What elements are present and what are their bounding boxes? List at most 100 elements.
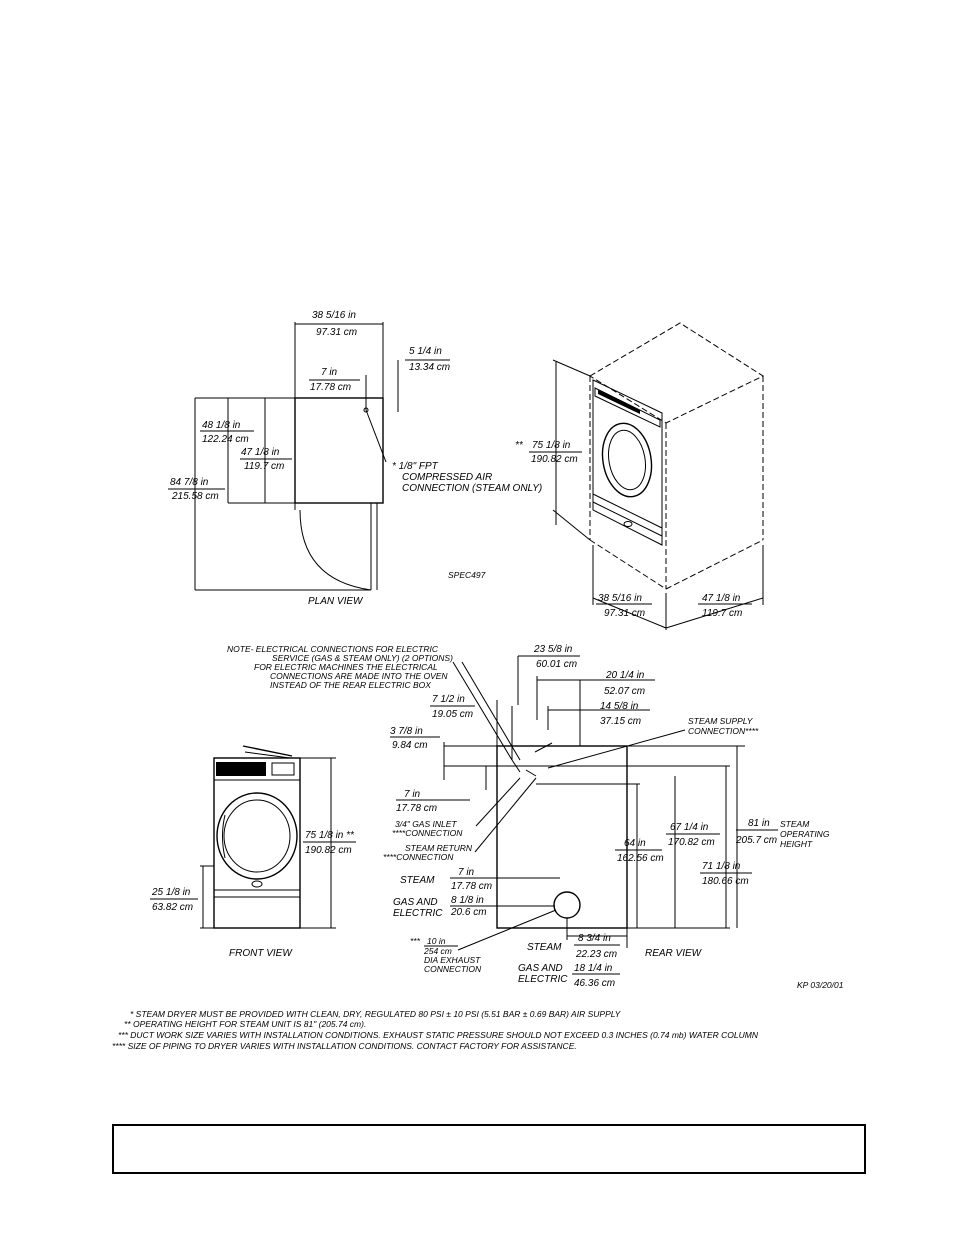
rear-machine-outline bbox=[496, 745, 628, 929]
plan-depth2-in: 47 1/8 in bbox=[241, 447, 280, 458]
rear-e-in: 3 7/8 in bbox=[390, 726, 423, 737]
plan-depth-cm: 122.24 cm bbox=[202, 434, 249, 445]
rear-h-in: 67 1/4 in bbox=[670, 822, 709, 833]
empty-footer-box bbox=[112, 1124, 866, 1174]
drawing-stamp: KP 03/20/01 bbox=[797, 980, 844, 990]
rear-j-cm: 180.66 cm bbox=[702, 876, 749, 887]
plan-total-in: 84 7/8 in bbox=[170, 477, 209, 488]
rear-gas-1: 3/4" GAS INLET bbox=[395, 819, 457, 829]
iso-machine-front bbox=[592, 379, 663, 546]
rear-i-cm: 205.7 cm bbox=[735, 835, 777, 846]
rear-i-in: 81 in bbox=[748, 818, 770, 829]
rear-note-4: CONNECTIONS ARE MADE INTO THE OVEN bbox=[270, 671, 448, 681]
rear-supply-mark: **** bbox=[745, 726, 759, 736]
rear-m-cm: 22.23 cm bbox=[575, 949, 617, 960]
air-note-1: * 1/8" FPT bbox=[392, 461, 439, 472]
rear-op-3: HEIGHT bbox=[780, 839, 813, 849]
plan-depth-in: 48 1/8 in bbox=[202, 420, 241, 431]
rear-gas2-1: GAS AND bbox=[518, 963, 563, 974]
front-machine-outline bbox=[213, 757, 301, 929]
plan-depth2-cm: 119.7 cm bbox=[244, 461, 284, 472]
front-view: 75 1/8 in ** 190.82 cm 25 1/8 in 63.82 c… bbox=[150, 745, 356, 959]
rear-d-in: 14 5/8 in bbox=[600, 701, 639, 712]
footnote-1: * STEAM DRYER MUST BE PROVIDED WITH CLEA… bbox=[130, 1009, 622, 1019]
rear-exh-cm: 254 cm bbox=[423, 946, 452, 956]
iso-height-in: 75 1/8 in bbox=[532, 440, 571, 451]
plan-view-title: PLAN VIEW bbox=[308, 596, 364, 607]
rear-exhaust-circle bbox=[553, 891, 581, 919]
front-height-cm: 190.82 cm bbox=[305, 845, 352, 856]
rear-e-cm: 9.84 cm bbox=[392, 740, 428, 751]
rear-l-in: 8 1/8 in bbox=[451, 895, 484, 906]
front-height-in: 75 1/8 in ** bbox=[305, 830, 355, 841]
iso-width-cm: 97.31 cm bbox=[604, 608, 645, 619]
rear-view: NOTE- ELECTRICAL CONNECTIONS FOR ELECTRI… bbox=[227, 644, 830, 989]
rear-h-cm: 170.82 cm bbox=[668, 837, 715, 848]
rear-steam-label: STEAM bbox=[400, 875, 435, 886]
rear-note-2: SERVICE (GAS & STEAM ONLY) (2 OPTIONS) bbox=[272, 653, 453, 663]
plan-d1-in: 5 1/4 in bbox=[409, 346, 442, 357]
rear-steam2: STEAM bbox=[527, 942, 562, 953]
rear-gas2-2: ELECTRIC bbox=[518, 974, 568, 985]
plan-width-cm: 97.31 cm bbox=[316, 327, 357, 338]
rear-view-title: REAR VIEW bbox=[645, 948, 703, 959]
plan-view: 38 5/16 in 97.31 cm 5 1/4 in 13.34 cm 7 … bbox=[168, 310, 542, 607]
rear-c-in: 7 1/2 in bbox=[432, 694, 465, 705]
air-note-3: CONNECTION (STEAM ONLY) bbox=[402, 483, 542, 494]
rear-b-in: 20 1/4 in bbox=[605, 670, 645, 681]
iso-top-face bbox=[589, 322, 765, 424]
plan-d2-in: 7 in bbox=[321, 367, 338, 378]
door-swing-arc bbox=[299, 509, 372, 591]
rear-f-in: 7 in bbox=[404, 789, 421, 800]
rear-m-in: 8 3/4 in bbox=[578, 933, 611, 944]
rear-note-1: NOTE- ELECTRICAL CONNECTIONS FOR ELECTRI… bbox=[227, 644, 439, 654]
rear-gas-label-2: ELECTRIC bbox=[393, 908, 443, 919]
rear-exh-mark: *** bbox=[410, 936, 421, 946]
front-door bbox=[216, 792, 298, 880]
rear-exh-in: 10 in bbox=[427, 936, 446, 946]
rear-a-cm: 60.01 cm bbox=[536, 659, 577, 670]
rear-note-3: FOR ELECTRIC MACHINES THE ELECTRICAL bbox=[254, 662, 438, 672]
plan-total-cm: 215.58 cm bbox=[171, 491, 219, 502]
isometric-view: ** 75 1/8 in 190.82 cm 38 5/16 in 97.31 … bbox=[515, 322, 765, 630]
rear-gas-2: ****CONNECTION bbox=[392, 828, 463, 838]
plan-d2-cm: 17.78 cm bbox=[310, 382, 351, 393]
rear-exh-1: DIA EXHAUST bbox=[424, 955, 481, 965]
iso-depth-in: 47 1/8 in bbox=[702, 593, 741, 604]
front-door-in: 25 1/8 in bbox=[151, 887, 191, 898]
iso-depth-cm: 119.7 cm bbox=[702, 608, 742, 619]
rear-gas-label-1: GAS AND bbox=[393, 897, 438, 908]
plan-width-in: 38 5/16 in bbox=[312, 310, 356, 321]
footnote-4: **** SIZE OF PIPING TO DRYER VARIES WITH… bbox=[112, 1041, 577, 1051]
rear-d-cm: 37.15 cm bbox=[600, 716, 641, 727]
rear-l-cm: 20.6 cm bbox=[450, 907, 487, 918]
rear-g-in: 64 in bbox=[624, 838, 646, 849]
footnote-3: *** DUCT WORK SIZE VARIES WITH INSTALLAT… bbox=[118, 1030, 759, 1040]
rear-n-in: 18 1/4 in bbox=[574, 963, 613, 974]
rear-g-cm: 162.56 cm bbox=[617, 853, 664, 864]
front-door-cm: 63.82 cm bbox=[152, 902, 193, 913]
rear-supply-1: STEAM SUPPLY bbox=[688, 716, 754, 726]
rear-supply-2: CONNECTION bbox=[688, 726, 746, 736]
iso-height-mark: ** bbox=[515, 440, 524, 451]
rear-k-in: 7 in bbox=[458, 867, 475, 878]
rear-f-cm: 17.78 cm bbox=[396, 803, 437, 814]
plan-machine-outline bbox=[294, 397, 384, 504]
spec-number: SPEC497 bbox=[448, 570, 486, 580]
front-view-title: FRONT VIEW bbox=[229, 948, 293, 959]
footnotes: * STEAM DRYER MUST BE PROVIDED WITH CLEA… bbox=[112, 1009, 759, 1051]
iso-width-in: 38 5/16 in bbox=[598, 593, 642, 604]
rear-ret-2: ****CONNECTION bbox=[383, 852, 454, 862]
rear-c-cm: 19.05 cm bbox=[432, 709, 473, 720]
rear-a-in: 23 5/8 in bbox=[533, 644, 573, 655]
plan-d1-cm: 13.34 cm bbox=[409, 362, 450, 373]
rear-n-cm: 46.36 cm bbox=[574, 978, 615, 989]
iso-door bbox=[601, 422, 653, 498]
rear-k-cm: 17.78 cm bbox=[451, 881, 492, 892]
air-note-2: COMPRESSED AIR bbox=[402, 472, 492, 483]
rear-op-1: STEAM bbox=[780, 819, 810, 829]
rear-j-in: 71 1/8 in bbox=[702, 861, 741, 872]
footnote-2: ** OPERATING HEIGHT FOR STEAM UNIT IS 81… bbox=[124, 1019, 366, 1029]
iso-height-cm: 190.82 cm bbox=[531, 454, 578, 465]
